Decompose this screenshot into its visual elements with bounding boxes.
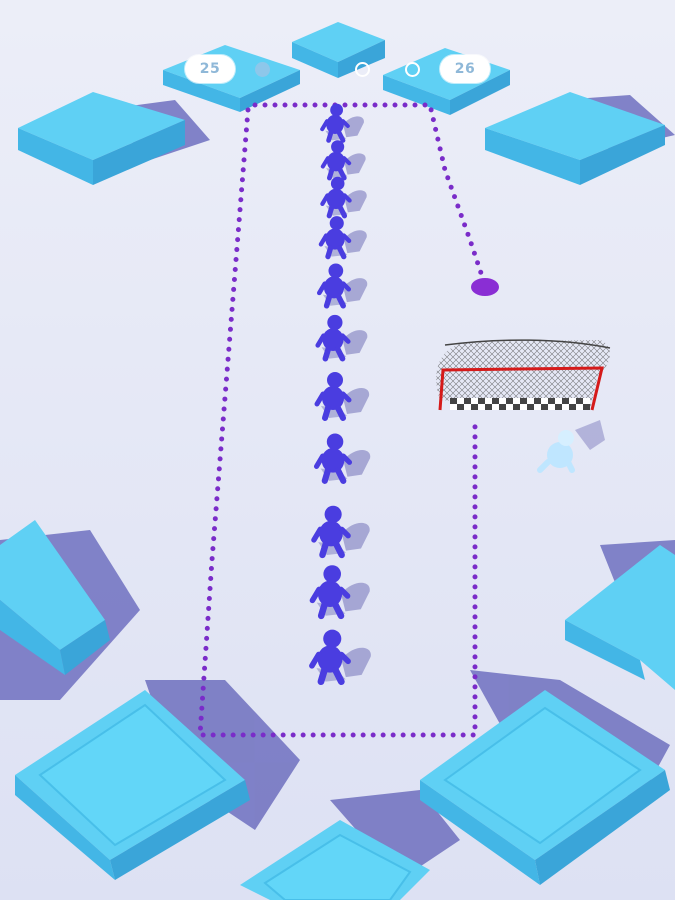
- block-bottom-left: [0, 520, 110, 675]
- player-figure: [311, 505, 370, 559]
- player-figure: [318, 216, 367, 260]
- goal: [436, 339, 611, 411]
- player-figure: [315, 314, 368, 362]
- goalkeeper: [537, 420, 605, 473]
- player-figure: [316, 263, 368, 309]
- player-figure: [314, 372, 370, 421]
- block-bottom-center: [240, 820, 430, 900]
- block-bottom-left-large: [15, 690, 250, 880]
- current-level-badge: 25: [185, 55, 235, 83]
- player-figure: [320, 176, 367, 219]
- player-figure: [313, 433, 371, 484]
- block-bottom-right: [565, 545, 675, 690]
- block-bottom-right-large: [420, 690, 670, 885]
- player-figure: [309, 565, 370, 620]
- dotted-path: [197, 102, 488, 738]
- next-level-badge: 26: [440, 55, 490, 83]
- block-top-center: [292, 22, 385, 78]
- goal-line: [450, 398, 590, 410]
- player-team: [309, 103, 371, 686]
- stage-dot-1: [255, 62, 270, 77]
- player-figure: [309, 629, 371, 686]
- player-figure: [320, 103, 364, 143]
- player-figure: [320, 140, 366, 181]
- block-top-left: [18, 92, 185, 185]
- stage-dot-3: [405, 62, 420, 77]
- ball[interactable]: [471, 278, 499, 296]
- stage-dot-2: [355, 62, 370, 77]
- block-top-right: [485, 92, 665, 185]
